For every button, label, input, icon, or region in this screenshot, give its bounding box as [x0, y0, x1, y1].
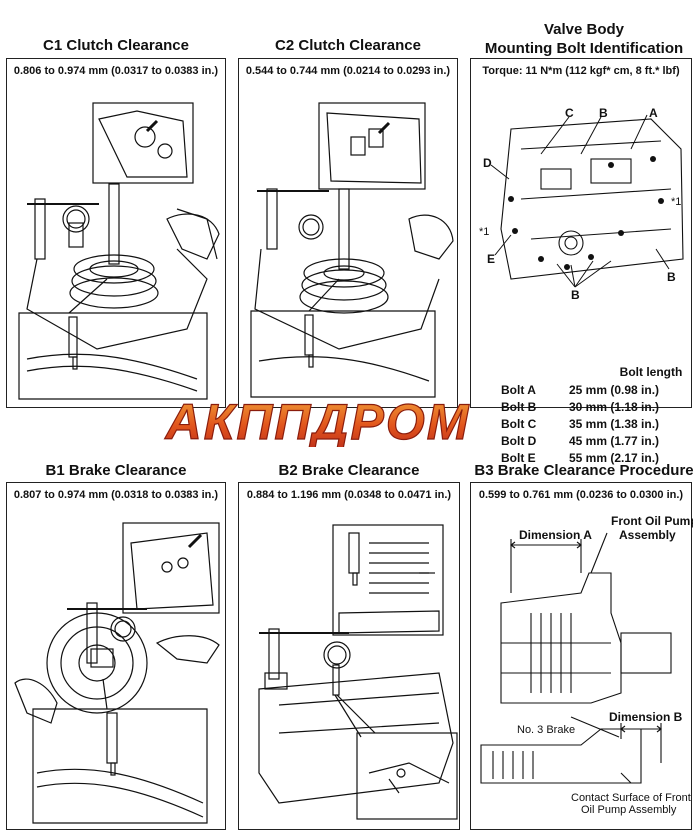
vb-torque-spec: Torque: 11 N*m (112 kgf* cm, 8 ft.* lbf) [482, 65, 680, 77]
b3-title: B3 Brake Clearance Procedure [474, 462, 694, 479]
no3-brake-label: No. 3 Brake [517, 724, 575, 736]
c1-panel: 0.806 to 0.974 mm (0.0317 to 0.0383 in.) [6, 58, 226, 408]
front-pump-label-1: Front Oil Pump [611, 514, 693, 528]
b2-inset-detail-bottom [356, 732, 458, 820]
c2-panel: 0.544 to 0.744 mm (0.0214 to 0.0293 in.) [238, 58, 458, 408]
b2-spec: 0.884 to 1.196 mm (0.0348 to 0.0471 in.) [246, 489, 452, 501]
c2-spec: 0.544 to 0.744 mm (0.0214 to 0.0293 in.) [245, 65, 451, 77]
b1-title: B1 Brake Clearance [45, 462, 187, 479]
vb-title-line2: Mounting Bolt Identification [484, 40, 684, 57]
contact-surface-label-2: Oil Pump Assembly [581, 804, 677, 816]
c2-illustration [250, 102, 454, 398]
b3-panel: 0.599 to 0.761 mm (0.0236 to 0.0300 in.)… [470, 482, 693, 830]
b1-arrow-icon [187, 533, 203, 549]
b1-spec: 0.807 to 0.974 mm (0.0318 to 0.0383 in.) [13, 489, 219, 501]
callout-c: C [565, 106, 574, 120]
callout-e: E [487, 252, 495, 266]
dimension-b-label: Dimension B [609, 710, 683, 724]
watermark-logo: АКППДРОМ [163, 395, 471, 447]
c2-title: C2 Clutch Clearance [275, 37, 421, 54]
bolt-markers [508, 156, 664, 270]
c1-illustration [18, 102, 220, 400]
callout-a: A [649, 106, 658, 120]
valve-body-outline [500, 118, 684, 280]
b2-title: B2 Brake Clearance [278, 462, 420, 479]
c1-spec: 0.806 to 0.974 mm (0.0317 to 0.0383 in.) [13, 65, 219, 77]
contact-surface-label-1: Contact Surface of Front [571, 792, 691, 804]
b2-dial-gauge [323, 641, 351, 669]
b1-inset-detail [122, 522, 220, 614]
b3-spec: 0.599 to 0.761 mm (0.0236 to 0.0300 in.) [478, 489, 684, 501]
callout-b-right: B [667, 270, 676, 284]
bolt-length-header: Bolt length [619, 365, 683, 379]
b2-inset-detail-top [332, 524, 444, 636]
b1-illustration [14, 522, 220, 824]
b2-panel: 0.884 to 1.196 mm (0.0348 to 0.0471 in.) [238, 482, 460, 830]
b1-dial-gauge [110, 616, 136, 642]
b1-panel: 0.807 to 0.974 mm (0.0318 to 0.0383 in.) [6, 482, 226, 830]
b3-illustration: Dimension A Front Oil Pump Assembly Dime… [480, 514, 693, 816]
vb-title-line1: Valve Body [543, 21, 625, 38]
b2-illustration [258, 524, 458, 820]
c1-arrow-icon [145, 119, 159, 133]
c1-dial-gauge [62, 205, 90, 233]
watermark-text: АКППДРОМ [164, 395, 471, 447]
c2-inset-detail [318, 102, 426, 190]
callout-b-bottom: B [571, 288, 580, 302]
c1-inset-detail [92, 102, 194, 184]
vb-panel: Torque: 11 N*m (112 kgf* cm, 8 ft.* lbf)… [470, 58, 692, 465]
callout-d: D [483, 156, 492, 170]
c2-dial-gauge [298, 214, 324, 240]
callout-star1-right: *1 [671, 196, 681, 208]
c1-title: C1 Clutch Clearance [43, 37, 189, 54]
callout-b: B [599, 106, 608, 120]
front-pump-label-2: Assembly [619, 528, 676, 542]
dimension-a-label: Dimension A [519, 528, 592, 542]
vb-illustration: A B C D E B B *1 *1 [479, 106, 684, 302]
vb-title: Valve Body Mounting Bolt Identification [470, 20, 698, 58]
callout-star1-left: *1 [479, 226, 489, 238]
c2-arrow-icon [377, 121, 391, 135]
